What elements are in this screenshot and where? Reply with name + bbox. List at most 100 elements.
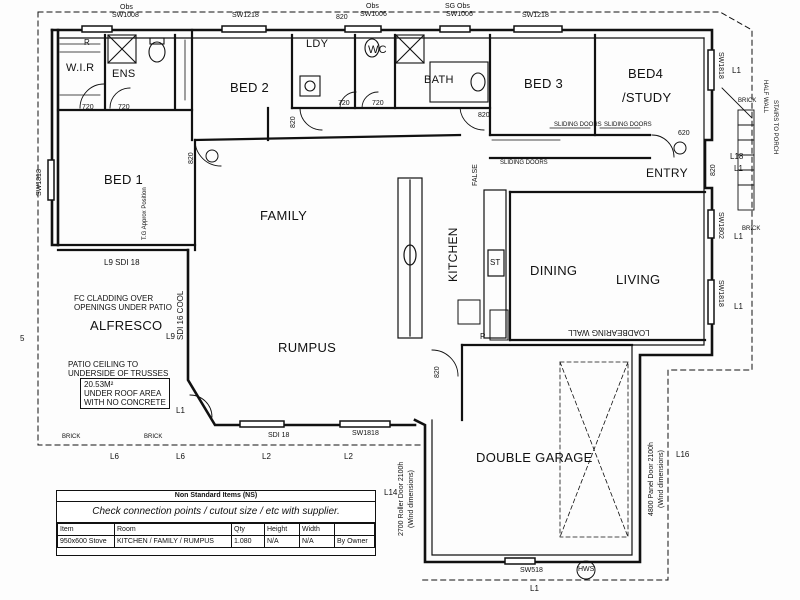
roller-door-dims: (Wind dimensions)	[408, 470, 415, 528]
external-walls	[50, 28, 714, 564]
light-marker: L16	[676, 450, 690, 459]
door-size: 720	[118, 104, 130, 111]
window-label: SDI 18	[268, 432, 290, 439]
room-label-rumpus: RUMPUS	[278, 340, 337, 355]
col-item: Item	[57, 523, 115, 536]
area-note-line2: UNDER ROOF AREA	[84, 389, 162, 398]
window-label: SW1818	[352, 430, 379, 437]
sliding-doors-label: SLIDING DOORS	[604, 122, 652, 128]
alfresco-note-line1: FC CLADDING OVER	[74, 294, 154, 303]
window-label: 820	[336, 14, 348, 21]
room-label-family: FAMILY	[260, 208, 308, 223]
window-label: Obs	[366, 3, 379, 10]
garage-car-outline	[559, 361, 629, 538]
door-size: 620	[678, 130, 690, 137]
window-label: SW1818	[717, 52, 724, 79]
room-label-bath: BATH	[424, 74, 454, 86]
door-size: 820	[710, 164, 717, 176]
light-marker: L1	[530, 584, 539, 593]
non-standard-items-table: Non Standard Items (NS) Check connection…	[56, 490, 376, 556]
window-label: SW518	[520, 567, 543, 574]
bathroom-fixtures	[107, 34, 489, 103]
col-extra	[334, 523, 375, 536]
cell-qty: 1.080	[231, 535, 265, 548]
half-wall-label: HALF WALL	[762, 80, 768, 114]
brick-label: BRICK	[742, 226, 761, 232]
kitchen-island	[397, 177, 507, 339]
brick-label: BRICK	[738, 98, 757, 104]
window-label: Obs	[120, 4, 133, 11]
patio-ceiling-line1: PATIO CEILING TO	[68, 360, 139, 369]
window-label: SW1818	[36, 169, 43, 196]
room-label-wc: WC	[368, 44, 387, 56]
window-label: SG Obs	[445, 3, 470, 10]
cell-height: N/A	[264, 535, 300, 548]
light-marker: L1	[734, 302, 743, 311]
brick-label: BRICK	[144, 434, 163, 440]
col-qty: Qty	[231, 523, 265, 536]
alfresco-note-line2: OPENINGS UNDER PATIO	[74, 303, 172, 312]
panel-door-label: 4800 Panel Door 2100h	[648, 442, 655, 516]
room-label-bed1: BED 1	[104, 172, 144, 187]
area-note-line3: WITH NO CONCRETE	[84, 398, 166, 407]
brick-label: BRICK	[62, 434, 81, 440]
loadbearing-wall-label: LOADBEARING WALL	[568, 328, 650, 337]
door-size: 720	[372, 100, 384, 107]
room-label-bed4: BED4	[628, 66, 664, 81]
room-label-living: LIVING	[616, 272, 661, 287]
eaves-outline	[37, 11, 753, 581]
door-swings	[79, 83, 675, 418]
light-marker: L2	[262, 452, 271, 461]
door-size: 820	[188, 152, 195, 164]
light-marker: L2	[344, 452, 353, 461]
light-marker: L18	[730, 152, 744, 161]
dimension-marker: 5	[20, 334, 25, 343]
cell-item: 950x600 Stove	[57, 535, 115, 548]
light-marker: L9 SDI 18	[104, 258, 140, 267]
patio-ceiling-line2: UNDERSIDE OF TRUSSES	[68, 369, 169, 378]
table-header: Non Standard Items (NS)	[57, 491, 375, 502]
room-label-dining: DINING	[530, 263, 578, 278]
tg-position-label: T.G Approx Position	[142, 187, 148, 240]
window-label: SW1006	[446, 11, 473, 18]
hot-water-label: HWS	[578, 566, 595, 573]
table-row: 950x600 Stove KITCHEN / FAMILY / RUMPUS …	[57, 535, 375, 548]
items-table: Item Room Qty Height Width 950x600 Stove…	[57, 523, 375, 548]
room-label-alfresco: ALFRESCO	[90, 318, 163, 333]
light-marker: L1	[176, 406, 185, 415]
cell-width: N/A	[299, 535, 335, 548]
col-room: Room	[114, 523, 232, 536]
sliding-doors-label: SLIDING DOORS	[554, 122, 602, 128]
robe-marker: R	[84, 38, 90, 47]
window-label: SW1008	[112, 12, 139, 19]
window-label: SW1218	[522, 12, 549, 19]
cell-supplier: By Owner	[334, 535, 375, 548]
cell-room: KITCHEN / FAMILY / RUMPUS	[114, 535, 232, 548]
sliding-doors-label: SLIDING DOORS	[500, 160, 548, 166]
room-label-bed2: BED 2	[230, 80, 270, 95]
col-width: Width	[299, 523, 335, 536]
false-wall-label: FALSE	[472, 164, 479, 186]
stairs-label: STAIRS TO PORCH	[772, 100, 778, 155]
door-size: 820	[290, 116, 297, 128]
panel-door-dims: (Wind dimensions)	[658, 450, 665, 508]
table-header-row: Item Room Qty Height Width	[57, 523, 375, 536]
room-label-garage: DOUBLE GARAGE	[476, 450, 593, 465]
window-label: SW1818	[717, 280, 724, 307]
col-height: Height	[264, 523, 300, 536]
light-marker: L1	[732, 66, 741, 75]
door-size: 820	[434, 366, 441, 378]
room-label-study: /STUDY	[622, 90, 672, 105]
light-marker: L1	[734, 164, 743, 173]
table-note: Check connection points / cutout size / …	[57, 502, 375, 523]
patio-ceiling-note: PATIO CEILING TO UNDERSIDE OF TRUSSES	[68, 360, 168, 378]
window-label: SW1006	[360, 11, 387, 18]
area-note-box: 20.53M² UNDER ROOF AREA WITH NO CONCRETE	[80, 378, 170, 409]
room-label-ldy: LDY	[306, 38, 329, 50]
light-marker: L9	[166, 332, 175, 341]
window-label: SW1218	[232, 12, 259, 19]
door-size: 820	[478, 112, 490, 119]
window-markers	[47, 25, 715, 565]
pantry-marker: P	[480, 332, 486, 341]
